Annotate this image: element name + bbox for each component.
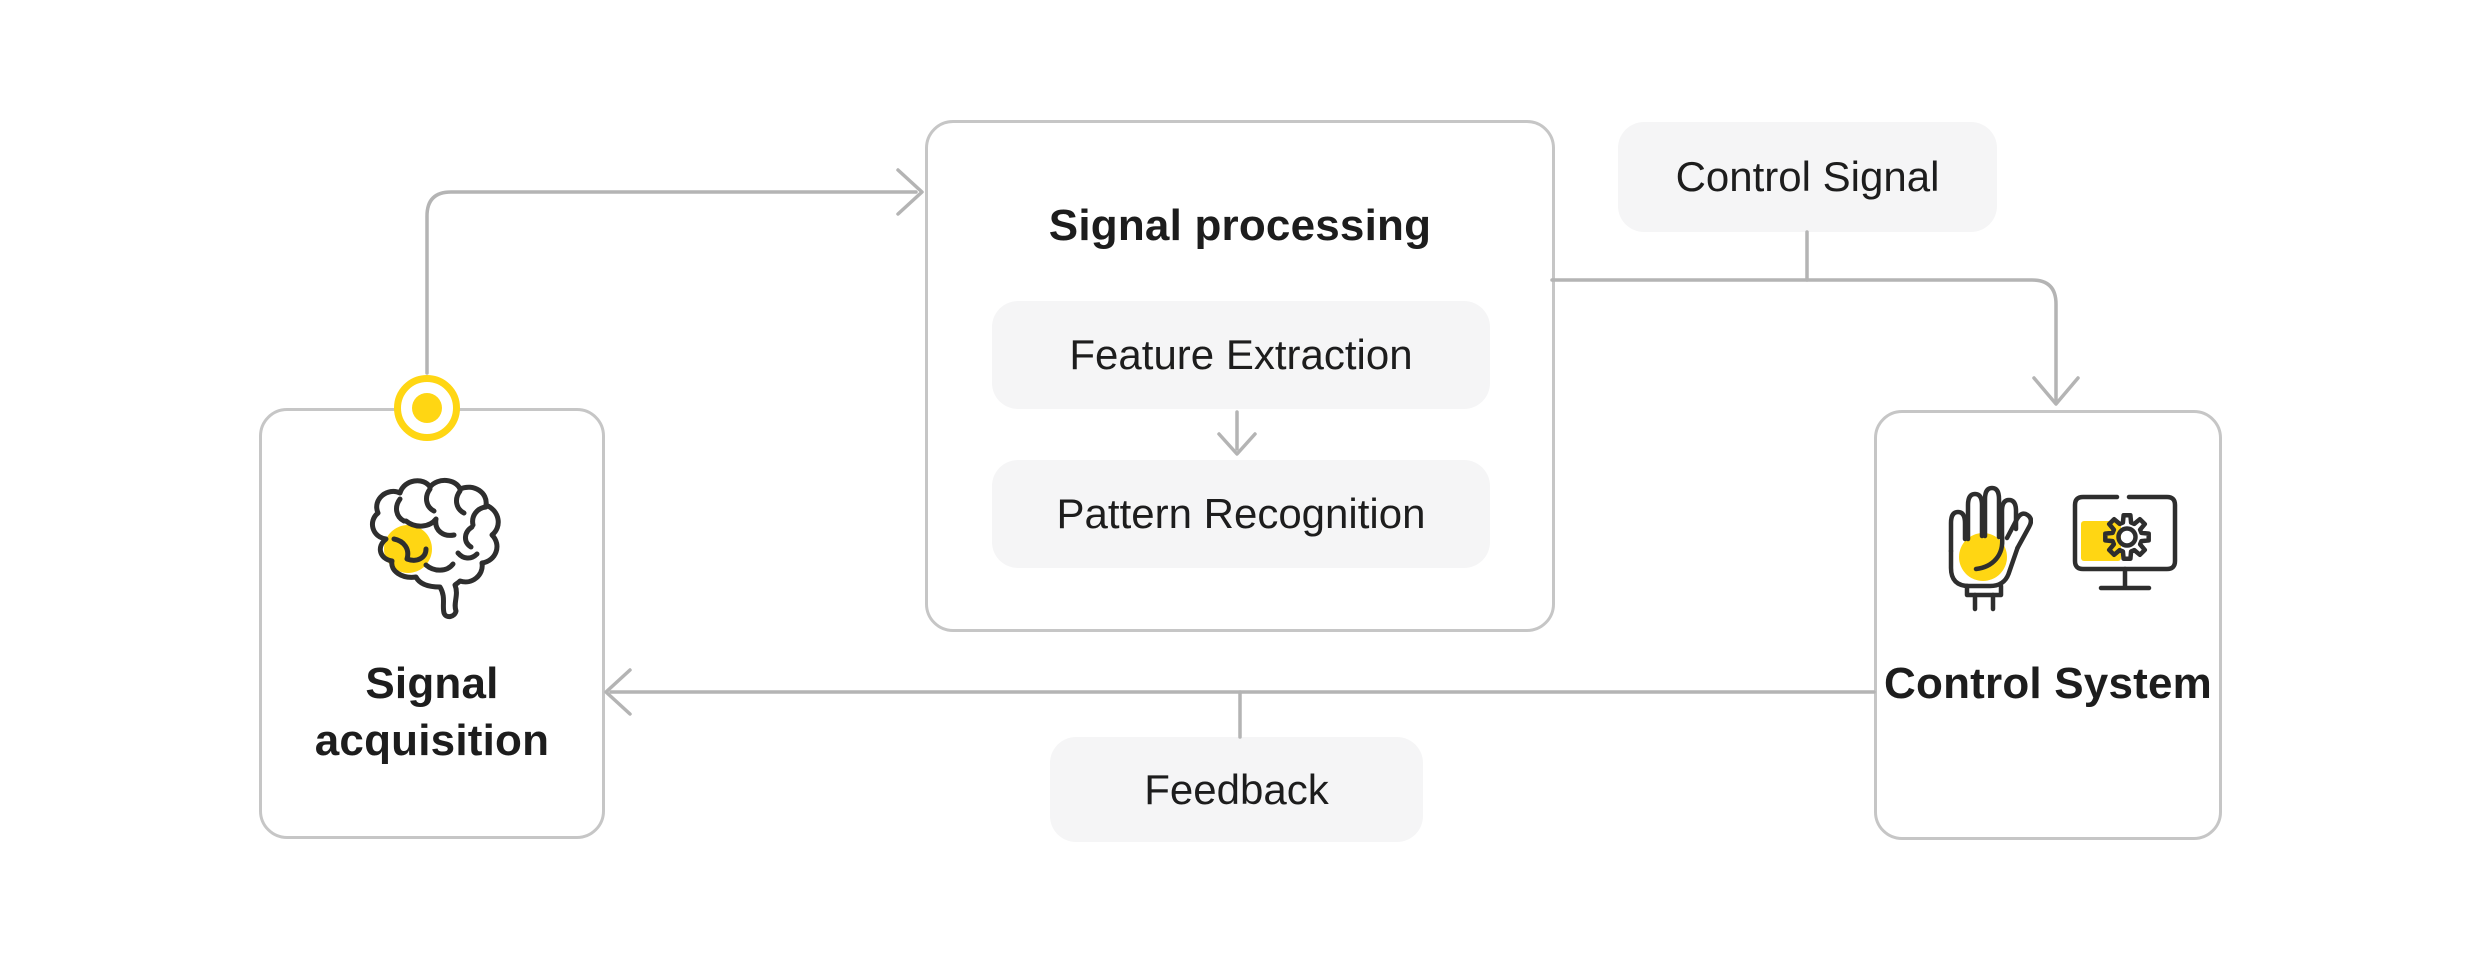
edge-label-control-signal: Control Signal — [1618, 122, 1997, 232]
edge-label-text: Control Signal — [1675, 153, 1940, 200]
node-signal-acquisition: Signal acquisition — [259, 408, 605, 839]
prosthetic-hand-icon — [1948, 485, 2033, 612]
node-label-signal-acquisition: Signal acquisition — [314, 659, 550, 765]
brain-icon — [369, 478, 501, 620]
hand-highlight-dot — [1959, 533, 2007, 581]
node-control-system: Control System — [1874, 410, 2222, 840]
edge-label-text: Feedback — [1144, 765, 1329, 813]
edge-acquisition-to-processing — [425, 190, 918, 375]
node-signal-processing: Signal processing Feature Extraction Pat… — [925, 120, 1555, 632]
edge-processing-to-control — [1550, 278, 2058, 402]
monitor-gear-icon — [2072, 494, 2178, 591]
step-label: Pattern Recognition — [1056, 490, 1426, 537]
arrowhead-into-control — [2032, 376, 2080, 406]
node-title-signal-processing: Signal processing — [1048, 201, 1432, 250]
node-label-control-system: Control System — [1884, 659, 2212, 708]
step-label: Feature Extraction — [1069, 331, 1413, 378]
arrowhead-into-acquisition — [604, 668, 632, 716]
arrowhead-into-processing — [896, 168, 924, 216]
edge-label-feedback: Feedback — [1050, 737, 1423, 842]
gear-glyph — [2103, 513, 2151, 561]
step-feature-extraction: Feature Extraction — [992, 301, 1490, 409]
step-pattern-recognition: Pattern Recognition — [992, 460, 1490, 568]
